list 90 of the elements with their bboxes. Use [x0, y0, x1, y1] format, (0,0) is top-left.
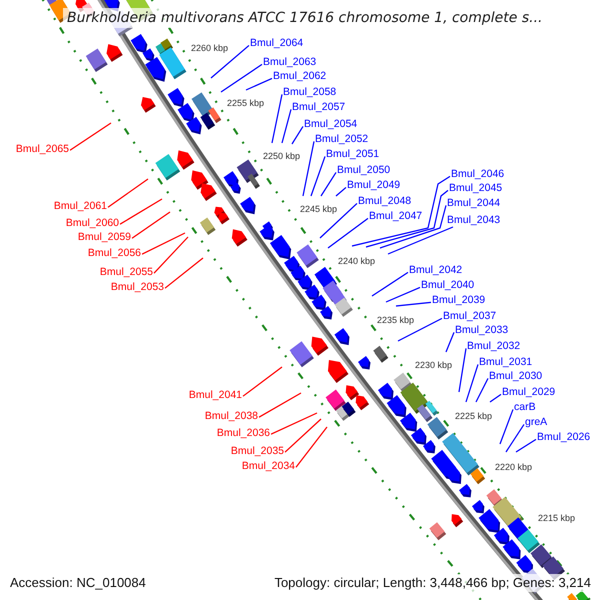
leader-line [499, 409, 514, 444]
leader-line [465, 364, 479, 402]
leader-line [302, 141, 315, 196]
gene-label: greA [525, 416, 548, 428]
leader-line [386, 286, 420, 303]
leader-line [108, 178, 148, 208]
leader-line [506, 424, 524, 452]
leader-line [271, 94, 283, 144]
leader-line [458, 348, 467, 392]
gene-label: Bmul_2049 [347, 179, 400, 191]
leader-line [220, 64, 262, 92]
leader-line [258, 392, 302, 418]
gene-label: Bmul_2031 [479, 356, 532, 368]
scale-label: 2220 kbp [495, 462, 532, 472]
gene-label: Bmul_2046 [451, 168, 504, 180]
gene-label: Bmul_2045 [449, 182, 502, 194]
gene-label: Bmul_2047 [369, 210, 422, 222]
scale-label: 2250 kbp [263, 151, 300, 161]
gene-label: Bmul_2030 [489, 370, 542, 382]
gene-label: Bmul_2056 [88, 247, 141, 259]
leader-line [164, 258, 204, 289]
leader-line [388, 226, 454, 255]
leader-line [328, 218, 368, 248]
gene-label: Bmul_2054 [304, 118, 358, 130]
leader-line [398, 318, 442, 342]
leader-line [320, 202, 358, 238]
gene-label: Bmul_2064 [250, 37, 304, 49]
gene-label: Bmul_2051 [326, 148, 380, 160]
gene-label: Bmul_2044 [447, 197, 500, 209]
leader-line [132, 212, 170, 239]
scale-label: 2240 kbp [338, 256, 376, 266]
leader-line [210, 44, 250, 78]
leader-line [372, 272, 408, 296]
gene-label: Bmul_2053 [110, 281, 164, 293]
gene-label: Bmul_2034 [242, 460, 295, 472]
gene-label: Bmul_2033 [455, 324, 508, 336]
leader-line [246, 78, 272, 91]
gene-label: Bmul_2055 [100, 266, 153, 278]
gene-label: Bmul_2026 [537, 431, 590, 443]
gene-label: Bmul_2048 [358, 195, 412, 207]
leader-line [516, 438, 536, 452]
gene-label: Bmul_2038 [204, 410, 258, 422]
gene-label: Bmul_2029 [502, 386, 556, 398]
gene-label: Bmul_2042 [409, 264, 462, 276]
leader-line [120, 198, 162, 225]
gene-label: Bmul_2058 [283, 86, 336, 98]
gene-label: Bmul_2037 [443, 310, 496, 322]
leader-line [70, 122, 112, 151]
gene-label: Bmul_2065 [16, 143, 69, 155]
gene-label: Bmul_2057 [292, 101, 346, 113]
gene-label: Bmul_2032 [467, 340, 520, 352]
leader-line [270, 412, 318, 435]
leader-line [396, 302, 432, 307]
gene-label: Bmul_2052 [315, 133, 368, 145]
scale-label: 2260 kbp [191, 43, 228, 53]
gene-label: Bmul_2060 [66, 217, 119, 229]
leader-line [475, 378, 489, 402]
gene-label: Bmul_2043 [447, 214, 500, 226]
gene-label: Bmul_2063 [263, 56, 316, 68]
leader-line [445, 332, 455, 352]
gene-label: Bmul_2040 [421, 279, 474, 291]
leader-line [310, 156, 326, 196]
scale-label: 2225 kbp [455, 411, 492, 421]
gene-label: Bmul_2039 [432, 294, 486, 306]
scale-label: 2245 kbp [300, 204, 338, 214]
gene-label: Bmul_2035 [230, 445, 284, 457]
leader-line [154, 236, 188, 274]
leader-line [490, 394, 502, 402]
scale-label: 2230 kbp [415, 360, 452, 370]
gene-label: carB [514, 401, 536, 413]
gene-label: Bmul_2041 [188, 389, 242, 401]
leader-line [320, 172, 336, 196]
gene-label: Bmul_2036 [216, 427, 270, 439]
leader-line [142, 232, 186, 255]
leader-line [281, 109, 292, 144]
gene-label: Bmul_2050 [337, 164, 390, 176]
leader-line [380, 205, 447, 249]
gene-label: Bmul_2059 [78, 231, 131, 243]
leader-line [352, 176, 450, 247]
scale-label: 2215 kbp [538, 513, 576, 523]
gene-label: Bmul_2062 [273, 70, 326, 82]
leader-line [296, 426, 328, 468]
leader-line [284, 418, 322, 453]
leader-line [366, 190, 448, 248]
scale-label: 2235 kbp [377, 315, 414, 325]
leader-line [336, 186, 346, 196]
gene-label: Bmul_2061 [54, 200, 107, 212]
scale-label: 2255 kbp [227, 98, 264, 108]
leader-line [242, 366, 282, 397]
leader-line [292, 126, 304, 144]
